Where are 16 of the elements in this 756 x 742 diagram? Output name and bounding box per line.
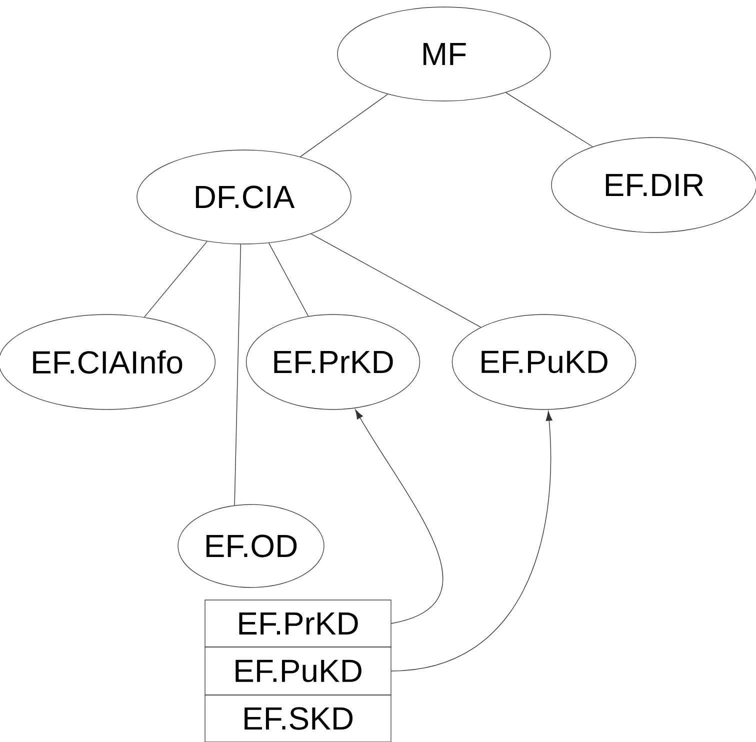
connector-line [300, 94, 388, 158]
ellipse-node: EF.PuKD [452, 314, 636, 410]
connector-line [506, 92, 593, 147]
connector-line [310, 234, 482, 328]
connector-line [144, 241, 208, 318]
table-row: EF.PrKD [204, 600, 392, 648]
ellipse-node: EF.PrKD [246, 314, 420, 410]
table-row: EF.SKD [204, 694, 392, 742]
arrow [355, 409, 444, 624]
arrow [391, 411, 552, 672]
ellipse-node: EF.OD [178, 504, 324, 588]
ellipse-node: MF [337, 6, 551, 102]
ellipse-node: DF.CIA [136, 150, 352, 244]
table-row: EF.PuKD [204, 646, 392, 696]
connector-line [234, 244, 242, 506]
connector-line [268, 242, 309, 316]
